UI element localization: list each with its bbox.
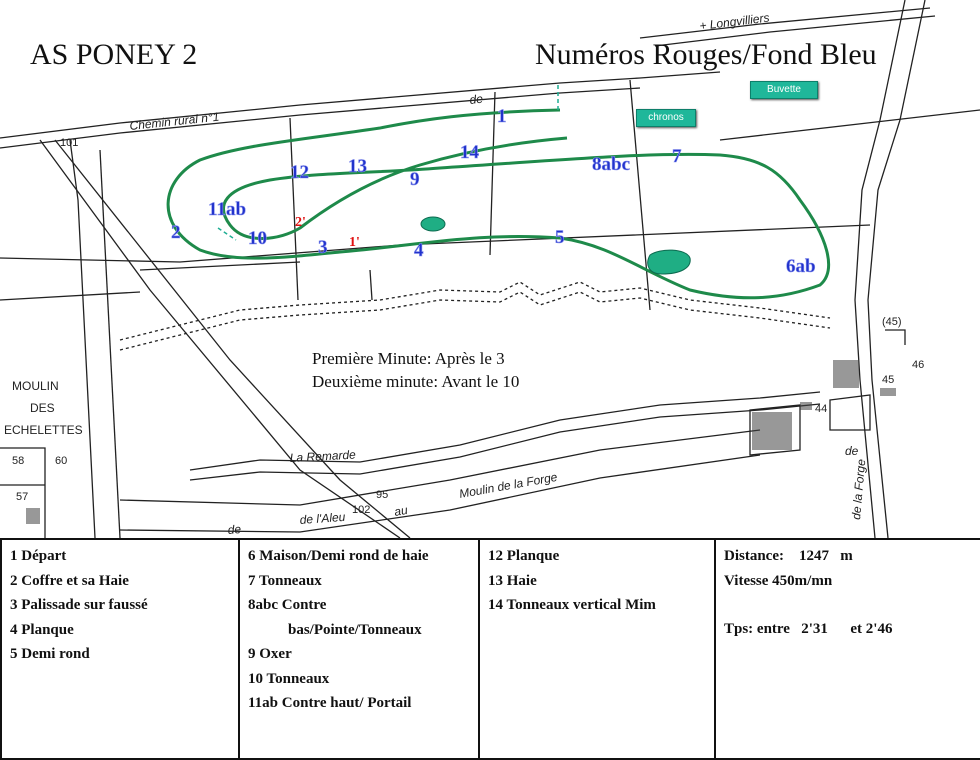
road-label-de-lower: de <box>227 522 242 537</box>
legend-item: 14 Tonneaux vertical Mim <box>488 597 656 613</box>
legend-col-1: 1 Départ 2 Coffre et sa Haie 3 Palissade… <box>0 538 240 760</box>
obstacle-number: 4 <box>414 240 424 261</box>
obstacle-number: 7 <box>672 146 682 167</box>
obstacle-number: 1 <box>497 106 507 127</box>
plot-45-bracket: (45) <box>882 316 902 328</box>
road-label-au: au <box>393 503 409 519</box>
legend-item: 7 Tonneaux <box>248 572 322 589</box>
obstacle-number: 6ab <box>786 256 816 277</box>
road-number-95: 95 <box>376 489 388 501</box>
place-moulin-3: ECHELETTES <box>4 423 83 437</box>
obstacle-labels: 1 14 13 12 11ab 2 10 2' 3 1' 9 4 8abc 7 5 6ab <box>171 106 816 278</box>
note-second-minute: Deuxième minute: Avant le 10 <box>312 372 520 391</box>
road-label-moulin-forge: Moulin de la Forge <box>458 470 559 501</box>
course-speed: Vitesse 450m/mn <box>724 572 833 589</box>
page-subtitle: Numéros Rouges/Fond Bleu <box>535 38 877 71</box>
legend-item: 2 Coffre et sa Haie <box>10 572 129 589</box>
plot-58: 58 <box>12 455 24 467</box>
legend-item: 11ab Contre haut/ Portail <box>248 695 412 711</box>
road-label-chemin: Chemin rural n°1 <box>129 110 220 133</box>
legend-item: 12 Planque <box>488 548 560 564</box>
obstacle-number: 5 <box>555 227 565 248</box>
obstacle-number: 3 <box>318 237 328 258</box>
course-map: + Longvilliers Chemin rural n°1 de La Re… <box>0 0 980 538</box>
obstacle-number: 12 <box>290 162 309 183</box>
obstacle-number: 2 <box>171 222 181 243</box>
buvette-badge: Buvette <box>750 81 818 99</box>
course-distance: Distance: 1247 m <box>724 548 853 564</box>
road-label-de: de <box>469 92 484 107</box>
obstacle-number: 11ab <box>208 199 246 220</box>
note-first-minute: Première Minute: Après le 3 <box>312 349 505 368</box>
place-moulin-2: DES <box>30 401 55 415</box>
plot-46: 46 <box>912 359 924 371</box>
legend-col-2: 6 Maison/Demi rond de haie 7 Tonneaux 8a… <box>238 538 480 760</box>
title-background <box>18 32 494 82</box>
obstacle-number: 1' <box>349 235 360 250</box>
legend-item: 10 Tonneaux <box>248 670 330 687</box>
river-label-remarde: La Remarde <box>289 448 356 465</box>
chronos-badge: chronos <box>636 109 696 127</box>
start-line <box>217 85 559 241</box>
legend-col-3: 12 Planque 13 Haie 14 Tonneaux vertical … <box>478 538 716 760</box>
page-title: AS PONEY 2 <box>30 38 198 71</box>
base-map-lines <box>0 0 980 538</box>
obstacle-legend-table: 1 Départ 2 Coffre et sa Haie 3 Palissade… <box>0 538 980 760</box>
legend-item: 6 Maison/Demi rond de haie <box>248 548 429 564</box>
legend-summary: Distance: 1247 m Vitesse 450m/mn Tps: en… <box>714 538 980 760</box>
obstacle-number: 14 <box>460 142 480 163</box>
road-label-de-right: de <box>845 444 859 458</box>
road-label-longvilliers: + Longvilliers <box>699 11 771 33</box>
course-route <box>166 108 831 300</box>
plot-60: 60 <box>55 455 67 467</box>
legend-item: 1 Départ <box>10 548 67 564</box>
place-moulin-1: MOULIN <box>12 379 59 393</box>
obstacle-number: 10 <box>248 228 267 249</box>
legend-item: 9 Oxer <box>248 646 292 662</box>
legend-item: 13 Haie <box>488 572 537 589</box>
obstacle-number: 8abc <box>592 154 630 175</box>
legend-item: 4 Planque <box>10 621 74 638</box>
road-label-aleu: de l'Aleu <box>299 510 346 527</box>
plot-45: 45 <box>882 374 894 386</box>
road-label-forge-right: de la Forge <box>849 458 868 520</box>
plot-57: 57 <box>16 491 28 503</box>
plot-44: 44 <box>815 403 827 415</box>
obstacle-number: 9 <box>410 169 420 190</box>
road-number-102: 102 <box>352 504 370 516</box>
legend-item: 8abc Contre <box>248 597 327 613</box>
legend-item: 5 Demi rond <box>10 646 90 662</box>
course-time: Tps: entre 2'31 et 2'46 <box>724 621 893 637</box>
hatched-buildings <box>26 360 896 524</box>
water-features <box>420 216 691 275</box>
obstacle-number: 13 <box>348 156 367 177</box>
legend-item-continued: bas/Pointe/Tonneaux <box>288 621 422 638</box>
legend-item: 3 Palissade sur faussé <box>10 597 148 613</box>
road-number-101: 101 <box>60 137 78 149</box>
obstacle-number: 2' <box>295 215 306 230</box>
